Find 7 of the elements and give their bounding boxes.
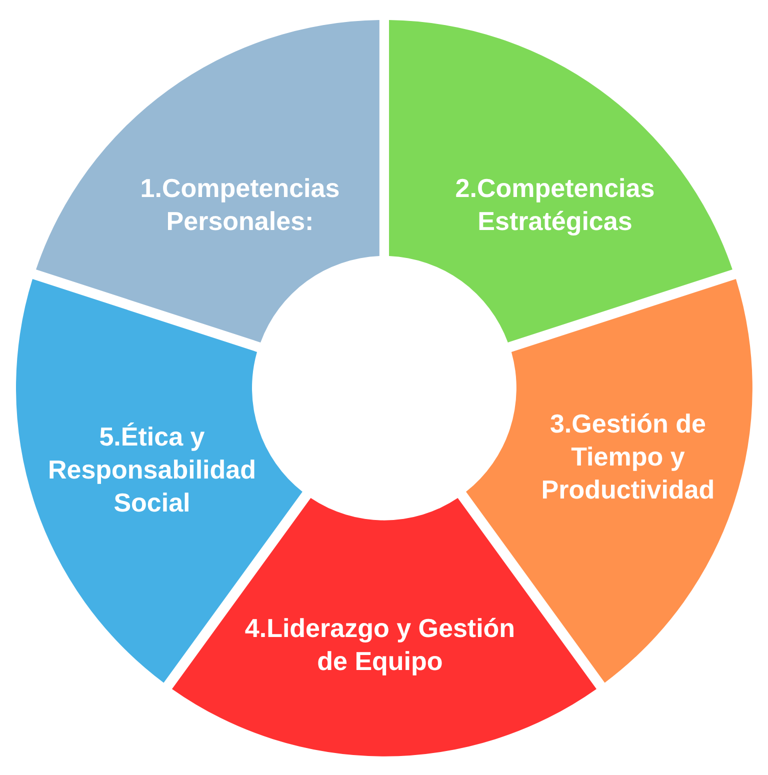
segment-label: 5.Ética y Responsabilidad Social xyxy=(46,420,257,520)
segment-label: 3.Gestión de Tiempo y Productividad xyxy=(540,407,716,506)
ring-segment xyxy=(388,20,732,342)
ring-segment xyxy=(36,20,379,342)
segment-label: 1.Competencias Personales: xyxy=(139,172,341,238)
segment-label: 2.Competencias Estratégicas xyxy=(454,172,656,238)
segment-label: 4.Liderazgo y Gestión de Equipo xyxy=(244,612,516,678)
